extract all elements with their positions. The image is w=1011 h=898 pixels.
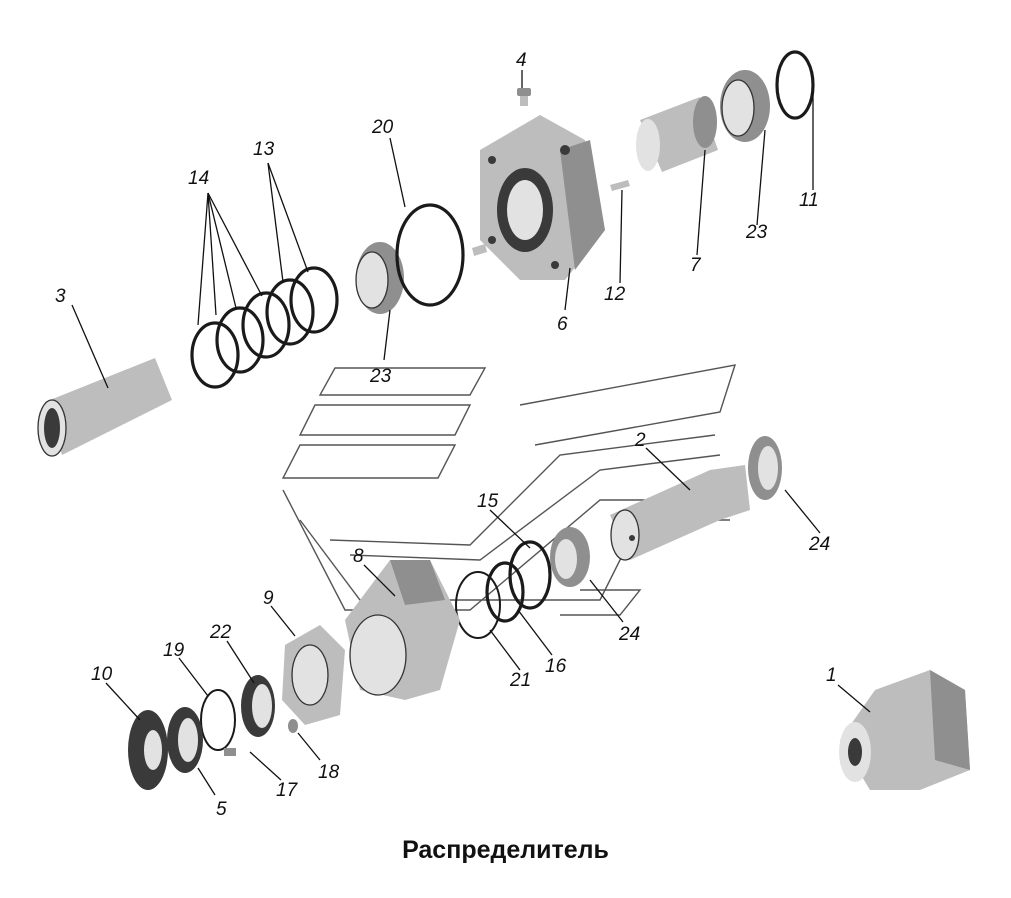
part-24-seal-right bbox=[748, 436, 782, 500]
callout-15: 15 bbox=[477, 491, 499, 512]
part-4-bolt bbox=[517, 88, 531, 106]
callout-7: 7 bbox=[690, 255, 702, 276]
callout-22: 22 bbox=[209, 622, 232, 643]
callout-2: 2 bbox=[634, 430, 646, 451]
callout-11: 11 bbox=[799, 190, 819, 211]
part-13-rings bbox=[265, 266, 339, 346]
part-12-pin bbox=[610, 180, 630, 191]
leader-lines bbox=[71, 70, 871, 796]
part-24-seal-center bbox=[550, 527, 590, 587]
callout-6: 6 bbox=[557, 314, 568, 335]
part-8-cover bbox=[345, 560, 460, 700]
part-3-tube bbox=[37, 358, 172, 457]
callout-23-left: 23 bbox=[369, 366, 392, 387]
callout-20: 20 bbox=[371, 117, 394, 138]
part-23-bearing-left bbox=[355, 242, 404, 314]
part-22-washer bbox=[241, 675, 275, 737]
part-20-ring bbox=[395, 203, 465, 307]
callout-9: 9 bbox=[263, 588, 274, 609]
diagram-caption: Распределитель bbox=[402, 836, 609, 864]
callout-5: 5 bbox=[216, 799, 227, 820]
part-9-flange bbox=[282, 625, 345, 725]
callout-23-right: 23 bbox=[745, 222, 768, 243]
part-14-rings bbox=[190, 291, 291, 389]
callout-8: 8 bbox=[353, 546, 364, 567]
callout-13: 13 bbox=[253, 139, 275, 160]
assembly-frame bbox=[281, 364, 737, 616]
part-15-ring bbox=[508, 540, 552, 610]
part-2-shaft bbox=[610, 465, 750, 561]
part-17-clip bbox=[224, 748, 236, 756]
callout-1: 1 bbox=[826, 665, 837, 686]
part-18-pin bbox=[288, 719, 298, 733]
callout-21: 21 bbox=[509, 670, 531, 691]
callout-12: 12 bbox=[604, 284, 626, 305]
callout-4: 4 bbox=[516, 50, 527, 71]
callout-3: 3 bbox=[55, 286, 66, 307]
callout-14: 14 bbox=[188, 168, 209, 189]
callout-24-center: 24 bbox=[618, 624, 640, 645]
part-23-bearing-right bbox=[720, 70, 770, 142]
callout-18: 18 bbox=[318, 762, 340, 783]
part-5-washer bbox=[167, 707, 203, 773]
part-16-ring bbox=[485, 561, 525, 623]
callout-16: 16 bbox=[545, 656, 567, 677]
part-6-housing bbox=[472, 115, 605, 280]
callout-24-right: 24 bbox=[808, 534, 830, 555]
callout-labels: 1 2 3 4 5 6 7 8 9 10 11 12 13 14 15 16 1… bbox=[55, 50, 837, 820]
part-7-sleeve bbox=[636, 96, 718, 172]
part-10-disc bbox=[128, 710, 168, 790]
callout-10: 10 bbox=[91, 664, 113, 685]
callout-17: 17 bbox=[276, 780, 299, 801]
callout-19: 19 bbox=[163, 640, 185, 661]
part-1-assembly bbox=[839, 670, 970, 790]
part-21-ring bbox=[455, 571, 501, 639]
part-11-ring bbox=[775, 50, 815, 120]
part-19-ring bbox=[200, 689, 236, 751]
